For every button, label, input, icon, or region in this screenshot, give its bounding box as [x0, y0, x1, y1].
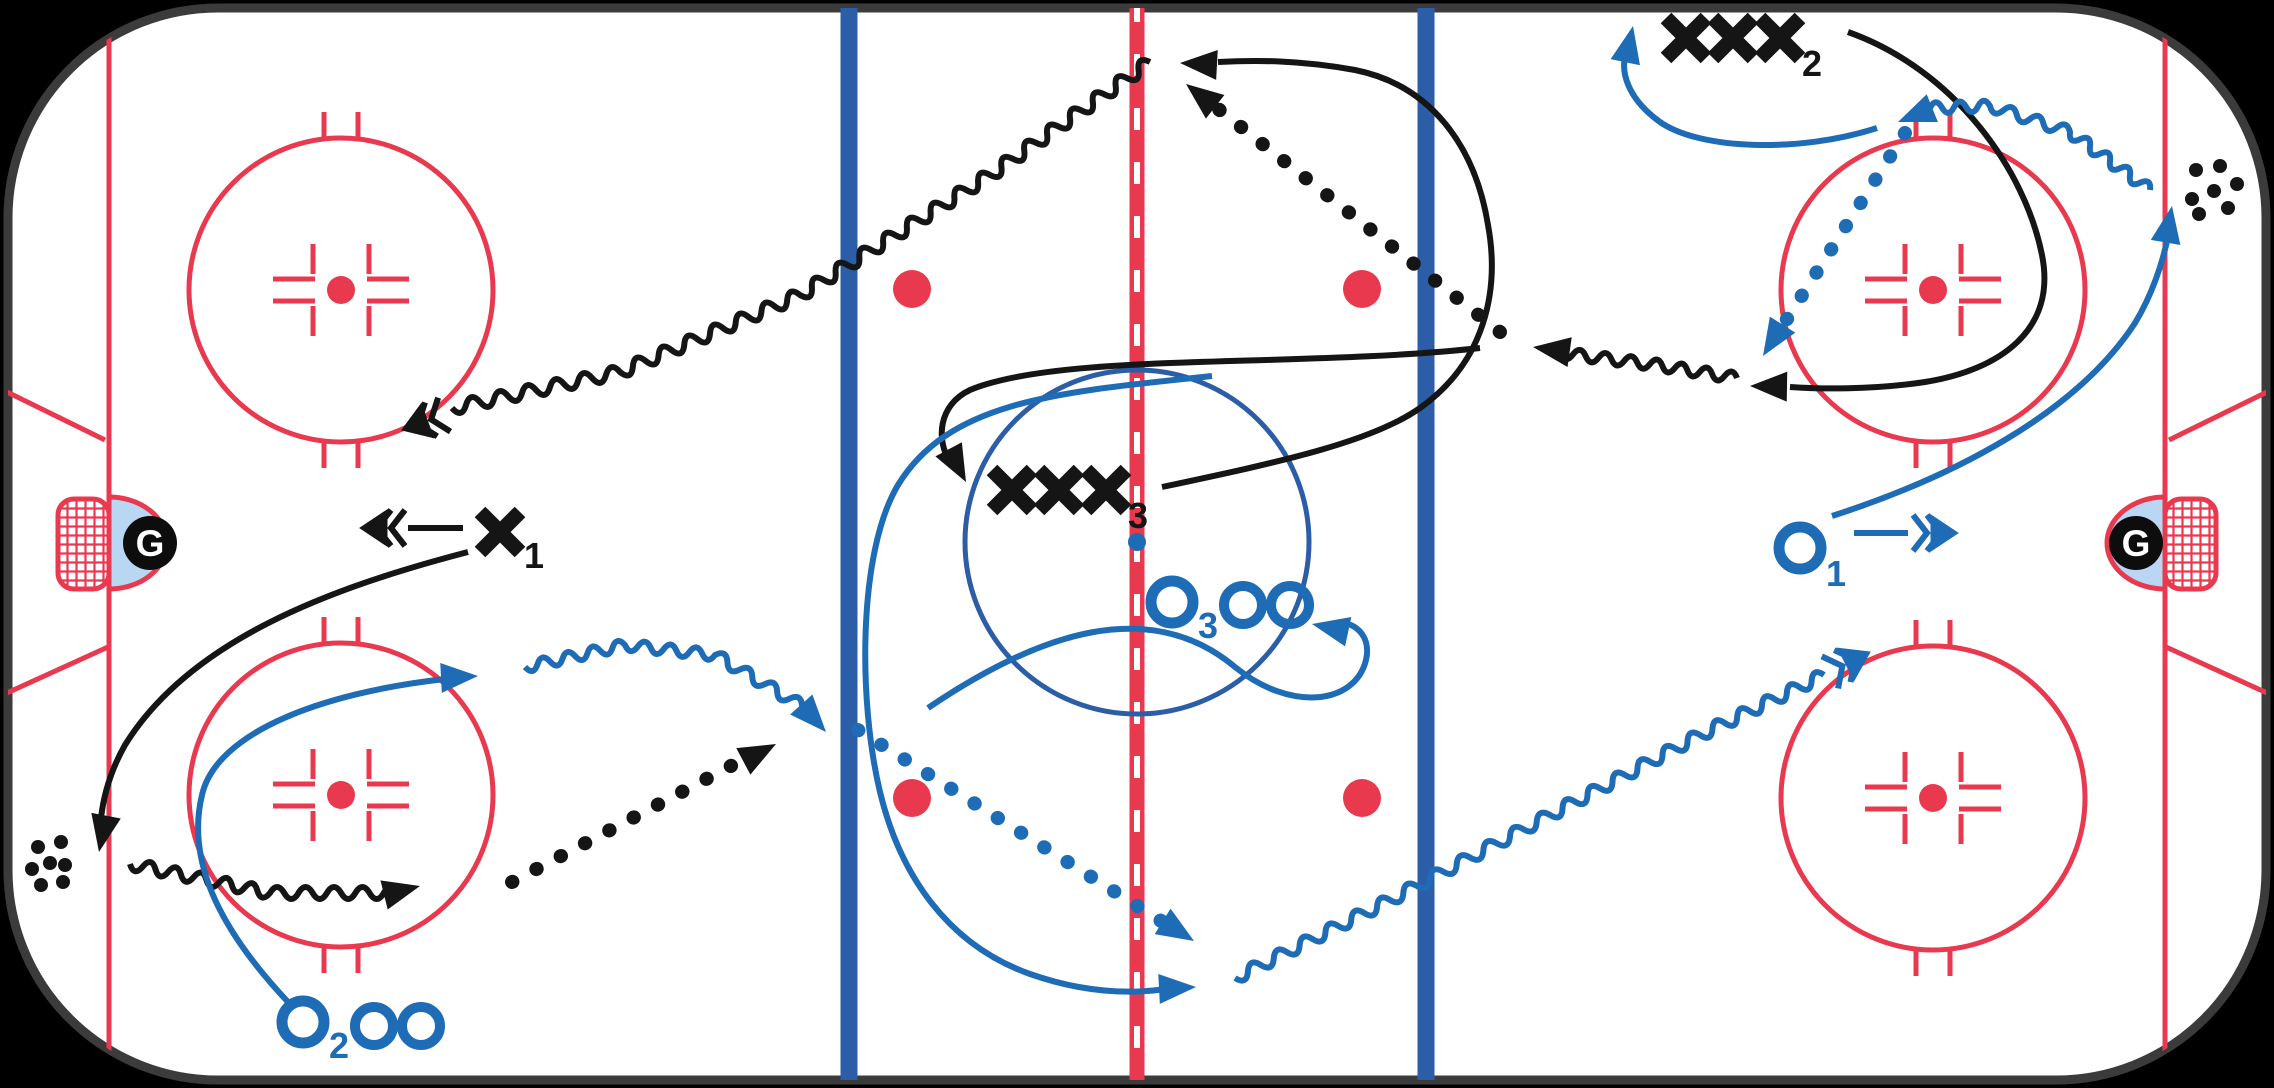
player-line-o3: 3	[1145, 575, 1314, 646]
faceoff-circles	[186, 112, 2088, 976]
player-x1: 1	[480, 512, 544, 576]
o1-subscript: 1	[1826, 553, 1846, 594]
player-line-o2: 2	[276, 995, 445, 1066]
carry-line-o2	[522, 637, 805, 707]
neutral-zone-dots	[893, 270, 1381, 817]
skate-path-x2-around-circle	[1789, 29, 2048, 392]
xxx3-subscript: 3	[1128, 495, 1148, 536]
o2-subscript: 2	[329, 1025, 349, 1066]
net-right	[2162, 496, 2219, 592]
carry-line-o1	[1927, 97, 2154, 191]
net-left	[55, 496, 112, 592]
carry-line-diagonal	[1233, 669, 1826, 984]
o-marker-icon	[350, 1002, 398, 1050]
skate-path-x1-to-corner	[98, 549, 469, 819]
pass-line-o1	[1773, 126, 1912, 337]
goalie-right-label: G	[2122, 523, 2151, 564]
skate-path-x3-loop	[1161, 57, 1495, 490]
o3-subscript: 3	[1198, 605, 1218, 646]
carry-line-x3	[449, 57, 1152, 416]
x-team-annotations: 1 3 2	[25, 18, 2244, 910]
pass-line-o2	[851, 723, 1173, 931]
o-marker-icon	[276, 995, 330, 1049]
pass-line-x1	[505, 753, 749, 889]
puck-pile-bottom-left-icon	[25, 835, 72, 892]
puck-pile-top-right-icon	[2185, 159, 2244, 221]
pass-line-x2	[1205, 97, 1507, 339]
goalie-right-icon	[2109, 516, 2163, 570]
skate-path-into-x3-line	[938, 345, 1481, 464]
carry-line-x1-wall	[127, 859, 401, 902]
center-faceoff-dot	[1128, 533, 1146, 551]
skate-path-o3-loop	[862, 373, 1213, 995]
o-marker-icon	[1266, 581, 1314, 629]
o-marker-icon	[1219, 581, 1267, 629]
carry-line-x2	[1557, 346, 1740, 384]
rink: G G	[3, 3, 2271, 1085]
goal-left: G	[55, 494, 177, 592]
goalie-left-label: G	[136, 523, 165, 564]
o-marker-icon	[397, 1002, 445, 1050]
player-line-xxx2: 2	[1666, 18, 1822, 84]
skate-path-o2	[195, 676, 446, 1005]
skate-path-to-x2-line	[1621, 53, 1878, 148]
skate-path-to-o3-line	[926, 619, 1371, 711]
player-line-xxx3: 3	[992, 470, 1148, 536]
x1-subscript: 1	[524, 535, 544, 576]
o-marker-icon	[1773, 521, 1827, 575]
center-circle	[962, 367, 1312, 717]
o-team-annotations: 1 2 3	[195, 22, 2187, 1066]
o-marker-icon	[1145, 575, 1199, 629]
trapezoid-lines	[8, 389, 2266, 696]
goalie-left-icon	[123, 516, 177, 570]
xxx2-subscript: 2	[1802, 43, 1822, 84]
skate-path-o1-to-corner	[1831, 235, 2171, 519]
goal-right: G	[2104, 494, 2219, 592]
player-o1: 1	[1773, 521, 1846, 594]
